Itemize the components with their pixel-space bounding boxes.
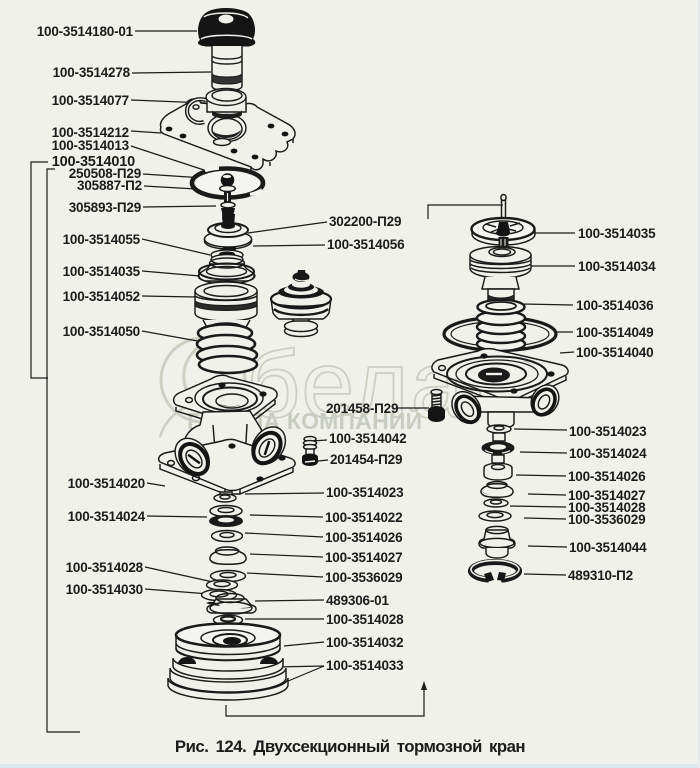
svg-text:100-3514032: 100-3514032	[326, 635, 403, 650]
svg-text:100-3514027: 100-3514027	[568, 488, 645, 503]
svg-text:100-3514024: 100-3514024	[68, 509, 146, 524]
svg-text:100-3514035: 100-3514035	[63, 264, 141, 279]
svg-text:100-3514278: 100-3514278	[53, 65, 131, 80]
svg-text:201458-П29: 201458-П29	[326, 401, 398, 416]
svg-text:100-3514010: 100-3514010	[52, 154, 135, 170]
svg-text:100-3514034: 100-3514034	[578, 259, 656, 274]
svg-text:100-3514049: 100-3514049	[576, 325, 653, 340]
svg-text:100-3514013: 100-3514013	[52, 138, 130, 153]
svg-text:100-3514020: 100-3514020	[68, 476, 145, 491]
svg-text:100-3514023: 100-3514023	[326, 485, 404, 500]
svg-text:489310-П2: 489310-П2	[568, 568, 633, 583]
svg-text:100-3536029: 100-3536029	[568, 512, 645, 527]
svg-text:305887-П2: 305887-П2	[77, 178, 142, 193]
svg-text:Рис. 124. Двухсекционный тормо: Рис. 124. Двухсекционный тормозной кран	[175, 737, 525, 756]
svg-text:100-3514036: 100-3514036	[576, 298, 654, 313]
svg-text:100-3514027: 100-3514027	[325, 550, 402, 565]
svg-text:100-3514026: 100-3514026	[568, 469, 646, 484]
svg-text:100-3514055: 100-3514055	[63, 232, 141, 247]
svg-text:100-3514180-01: 100-3514180-01	[37, 24, 134, 39]
svg-text:100-3514056: 100-3514056	[327, 237, 405, 252]
svg-text:100-3514023: 100-3514023	[569, 424, 647, 439]
svg-text:302200-П29: 302200-П29	[329, 214, 401, 229]
svg-text:100-3514028: 100-3514028	[66, 560, 144, 575]
svg-text:201454-П29: 201454-П29	[330, 452, 402, 467]
svg-text:100-3514028: 100-3514028	[326, 612, 404, 627]
svg-text:100-3514026: 100-3514026	[325, 530, 403, 545]
svg-text:100-3514077: 100-3514077	[52, 93, 129, 108]
svg-text:100-3536029: 100-3536029	[325, 570, 402, 585]
svg-text:100-3514022: 100-3514022	[325, 510, 402, 525]
svg-text:100-3514035: 100-3514035	[578, 226, 656, 241]
svg-text:489306-01: 489306-01	[326, 593, 389, 608]
svg-text:305893-П29: 305893-П29	[69, 200, 141, 215]
svg-text:100-3514212: 100-3514212	[52, 125, 129, 140]
svg-text:100-3514033: 100-3514033	[326, 658, 404, 673]
svg-text:250508-П29: 250508-П29	[69, 166, 141, 181]
svg-text:100-3514040: 100-3514040	[576, 345, 653, 360]
svg-text:100-3514042: 100-3514042	[329, 431, 406, 446]
svg-text:100-3514028: 100-3514028	[568, 500, 646, 515]
svg-text:100-3514030: 100-3514030	[66, 582, 143, 597]
svg-text:100-3514044: 100-3514044	[569, 540, 647, 555]
svg-text:100-3514024: 100-3514024	[569, 446, 647, 461]
svg-text:100-3514050: 100-3514050	[63, 324, 140, 339]
svg-text:100-3514052: 100-3514052	[63, 289, 140, 304]
